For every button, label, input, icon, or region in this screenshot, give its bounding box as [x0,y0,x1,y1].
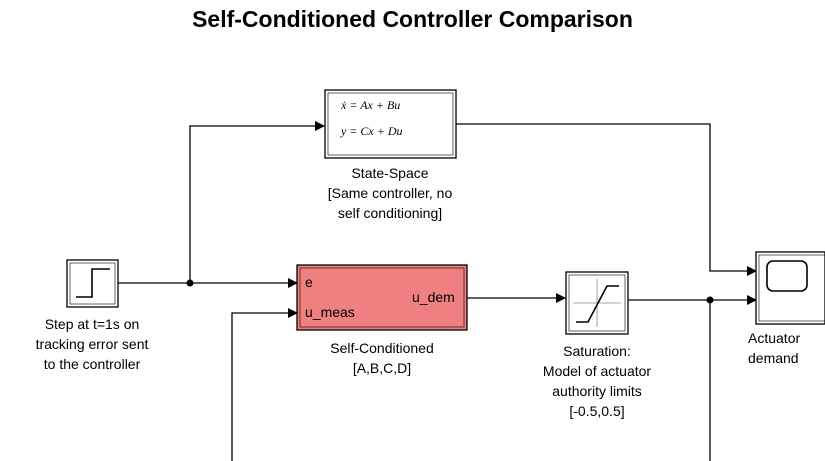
port-label-u-dem: u_dem [412,289,455,305]
saturation-block-label: Saturation: Model of actuator authority … [542,343,652,419]
port-label-u-meas: u_meas [305,304,355,320]
branch-point-saturation [706,296,714,304]
port-label-e: e [305,274,313,290]
branch-point-step [186,279,194,287]
state-space-equation-1: ẋ = Ax + Bu [341,98,401,112]
step-block[interactable] [66,259,119,308]
state-space-block-label: State-Space [Same controller, no self co… [327,165,453,221]
self-conditioned-block[interactable] [296,264,468,331]
saturation-icon [576,285,619,323]
saturation-block[interactable] [565,271,629,335]
page-title: Self-Conditioned Controller Comparison [192,6,633,32]
state-space-block[interactable] [324,89,457,159]
line-state-space-to-scope[interactable] [456,123,757,276]
state-space-equation-2: y = Cx + Du [341,124,403,138]
scope-screen-icon [766,260,808,292]
line-branch-to-state-space[interactable] [189,121,325,283]
line-feedback-to-u-meas[interactable] [231,308,298,461]
step-block-label: Step at t=1s on tracking error sent to t… [35,316,149,372]
self-conditioned-block-label: Self-Conditioned [A,B,C,D] [330,340,434,376]
signal-lines [118,121,757,461]
step-icon [76,268,110,298]
scope-block-label: Actuator demand [748,330,801,366]
scope-block[interactable] [755,251,825,325]
